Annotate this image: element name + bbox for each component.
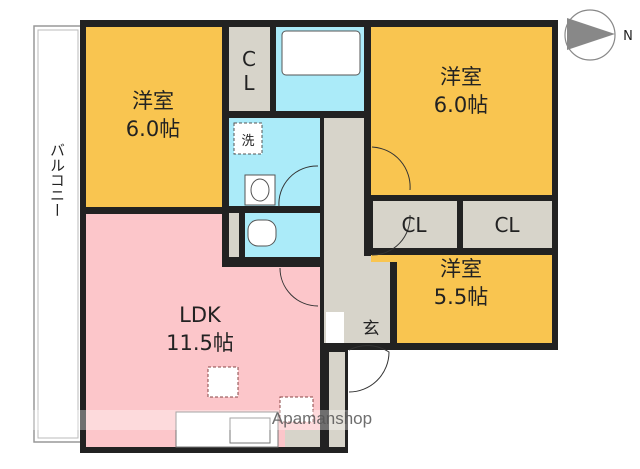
closet-right (463, 201, 552, 248)
toilet (247, 219, 277, 247)
fridge-marker (279, 396, 314, 423)
room-western-bottom-right (371, 255, 552, 343)
door-arc (348, 345, 390, 393)
washer-marker (233, 122, 263, 155)
closet-label: CL (401, 213, 427, 237)
room-ldk (86, 214, 320, 447)
door-arc (371, 146, 411, 191)
compass-icon (564, 9, 616, 61)
room-name: 洋室 (440, 65, 482, 89)
room-western-top-right (371, 27, 552, 195)
balcony (33, 25, 83, 443)
room-name: 洋室 (132, 89, 174, 113)
dining-marker (207, 366, 239, 398)
entrance-hall-strip (329, 352, 345, 447)
closet-label: C (242, 47, 256, 71)
room-western-left (86, 27, 222, 207)
door-arc (279, 267, 319, 307)
compass-north-label: N (623, 29, 633, 44)
entrance (348, 312, 390, 343)
door-arc (278, 165, 319, 208)
closet-mid (373, 201, 457, 248)
hallway (324, 118, 390, 343)
door-arc (371, 214, 411, 256)
room-name: LDK (179, 303, 222, 327)
entrance-label: 玄 (363, 319, 380, 339)
balcony-label: バルコニー (48, 143, 66, 218)
room-size: 6.0帖 (126, 117, 180, 141)
watermark: Apamanshop (272, 409, 372, 428)
room-size: 5.5帖 (434, 285, 488, 309)
closet-left (229, 27, 270, 111)
washer-label: 洗 (241, 134, 254, 149)
room-name: 洋室 (440, 257, 482, 281)
bathtub (281, 30, 361, 76)
closet-label: L (243, 71, 255, 95)
closet-label: CL (494, 213, 520, 237)
washbasin (244, 174, 276, 206)
room-size: 11.5帖 (166, 331, 234, 355)
room-size: 6.0帖 (434, 93, 488, 117)
